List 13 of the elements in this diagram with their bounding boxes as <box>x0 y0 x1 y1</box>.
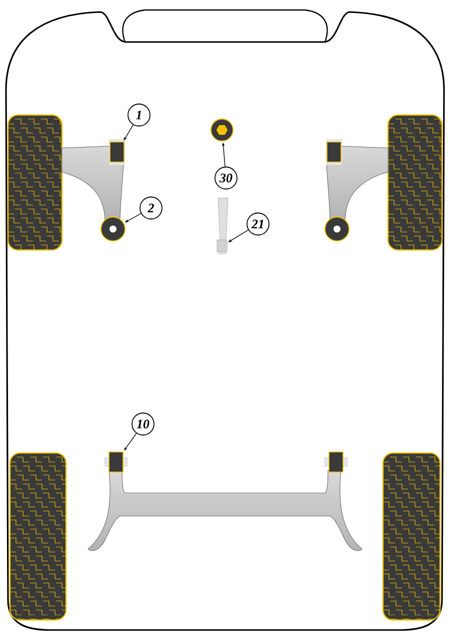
bushing <box>100 216 126 242</box>
callout-number: 2 <box>140 196 162 220</box>
callout-number: 21 <box>246 212 270 236</box>
callout-number: 1 <box>128 104 150 126</box>
callout-number: 30 <box>214 166 238 190</box>
bushing <box>326 139 342 165</box>
bushing <box>104 452 128 472</box>
bushing <box>324 216 350 242</box>
bushing <box>109 139 125 165</box>
callout-number: 10 <box>132 412 154 436</box>
bushing <box>216 240 228 252</box>
bushing <box>210 118 234 142</box>
bushing <box>324 452 348 472</box>
